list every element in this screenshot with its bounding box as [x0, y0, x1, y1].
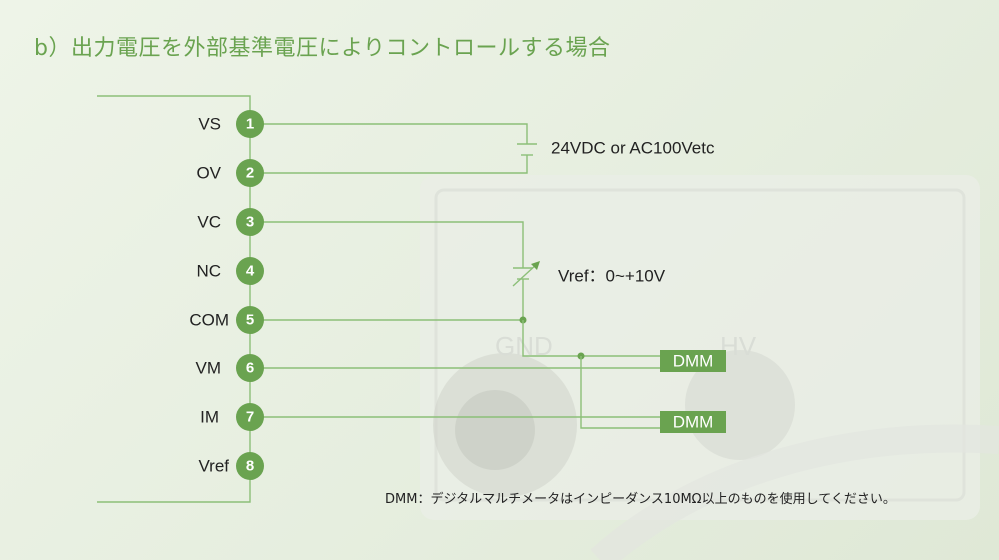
pin-7-label: IM	[200, 407, 219, 426]
pin-5-number: 5	[246, 312, 254, 329]
dmm-2-label: DMM	[673, 413, 714, 432]
pin-8: 8 Vref	[198, 452, 264, 480]
vref-label: Vref：0~+10V	[558, 266, 666, 285]
pin-2-number: 2	[246, 165, 254, 182]
dmm-1: DMM	[660, 350, 726, 372]
pin-8-label: Vref	[198, 456, 229, 475]
wire-com-dmm2	[580, 356, 660, 429]
pin-5: 5 COM	[189, 306, 264, 334]
pin-2-label: OV	[196, 163, 221, 182]
wire-vc-vref	[250, 221, 524, 268]
pin-1: 1 VS	[198, 110, 264, 138]
dmm-2: DMM	[660, 411, 726, 433]
pin-8-number: 8	[246, 458, 254, 475]
pin-4: 4 NC	[196, 257, 264, 285]
pin-3: 3 VC	[197, 208, 264, 236]
pin-5-label: COM	[189, 310, 229, 329]
pin-1-label: VS	[198, 114, 221, 133]
pin-3-number: 3	[246, 214, 254, 231]
pin-7-number: 7	[246, 409, 254, 426]
pin-3-label: VC	[197, 212, 221, 231]
pin-7: 7 IM	[200, 403, 264, 431]
supply-label: 24VDC or AC100Vetc	[551, 138, 715, 157]
wire-ov-supply	[250, 155, 528, 174]
vref-variable-arrow	[512, 263, 538, 287]
background-hv-text: HV	[720, 331, 757, 361]
wire-com-to-meters	[522, 320, 660, 357]
dmm-1-label: DMM	[673, 352, 714, 371]
connector-outline	[97, 95, 251, 503]
pin-6-number: 6	[246, 360, 254, 377]
pin-4-label: NC	[196, 261, 221, 280]
pin-1-number: 1	[246, 116, 254, 133]
vref-arrow-head	[531, 261, 540, 270]
pin-4-number: 4	[246, 263, 255, 280]
pin-6-label: VM	[196, 358, 222, 377]
dmm-note: DMM：デジタルマルチメータはインピーダンス10MΩ以上のものを使用してください…	[385, 492, 896, 507]
pin-6: 6 VM	[196, 354, 264, 382]
pin-2: 2 OV	[196, 159, 264, 187]
page-title: b）出力電圧を外部基準電圧によりコントロールする場合	[34, 36, 611, 61]
wire-vs-supply	[250, 123, 528, 144]
